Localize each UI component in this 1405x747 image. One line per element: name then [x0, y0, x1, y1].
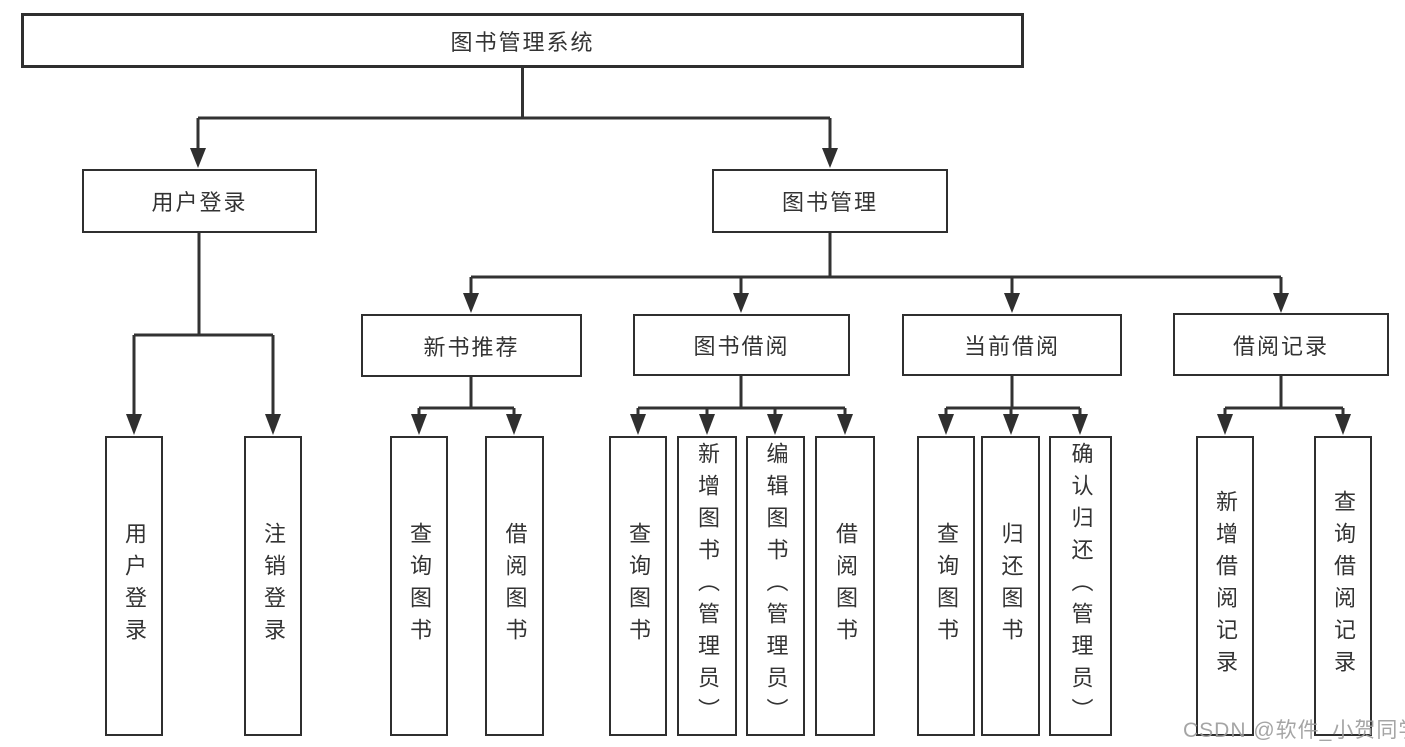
- arrowheads: [126, 148, 1351, 435]
- node-new-book-recommend: 新书推荐: [361, 314, 582, 377]
- leaf-query-books-current: 查询图书: [917, 436, 975, 736]
- csdn-watermark: CSDN @软件_小贺同学: [1183, 719, 1405, 742]
- leaf-query-books-recommend: 查询图书: [390, 436, 448, 736]
- leaf-logout: 注销登录: [244, 436, 302, 736]
- node-book-borrowing: 图书借阅: [633, 314, 850, 376]
- leaf-add-borrow-record: 新增借阅记录: [1196, 436, 1254, 736]
- leaf-query-books-borrowing: 查询图书: [609, 436, 667, 736]
- leaf-query-borrow-record: 查询借阅记录: [1314, 436, 1372, 736]
- node-book-management: 图书管理: [712, 169, 948, 233]
- leaf-return-books: 归还图书: [981, 436, 1040, 736]
- connector-paths: [132, 68, 1345, 416]
- leaf-confirm-return-admin: 确认归还（管理员）: [1049, 436, 1112, 736]
- leaf-user-login: 用户登录: [105, 436, 163, 736]
- leaf-add-books-admin: 新增图书（管理员）: [677, 436, 737, 736]
- leaf-edit-books-admin: 编辑图书（管理员）: [746, 436, 805, 736]
- node-borrow-records: 借阅记录: [1173, 313, 1389, 376]
- node-user-login: 用户登录: [82, 169, 317, 233]
- node-library-management-system: 图书管理系统: [21, 13, 1024, 68]
- leaf-borrow-books: 借阅图书: [815, 436, 875, 736]
- leaf-borrow-books-recommend: 借阅图书: [485, 436, 544, 736]
- node-current-borrowing: 当前借阅: [902, 314, 1122, 376]
